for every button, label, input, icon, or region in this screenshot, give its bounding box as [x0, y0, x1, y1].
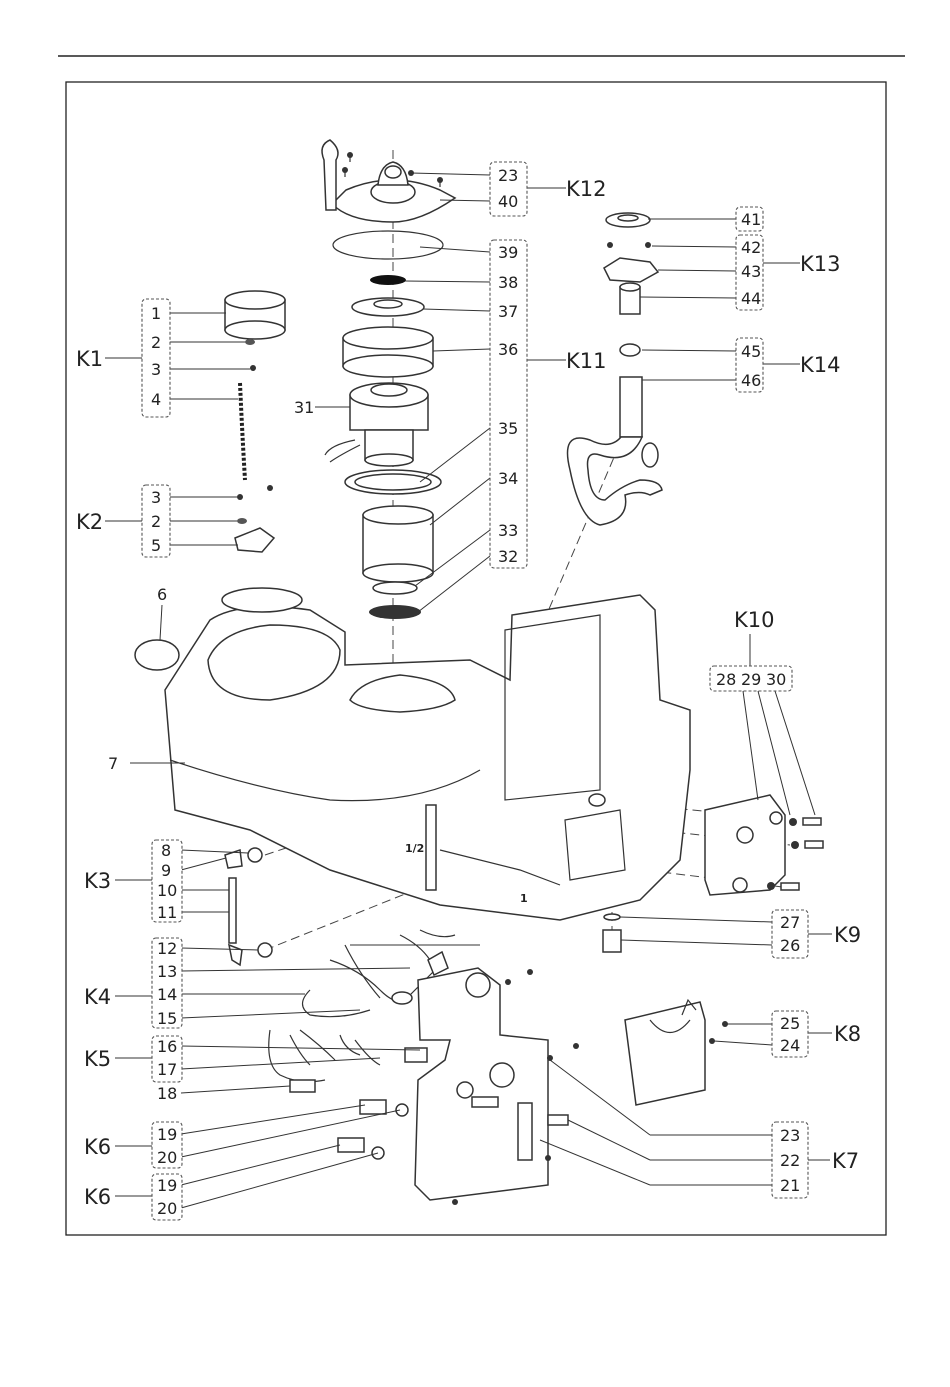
- part-number: 39: [498, 243, 518, 262]
- part-number: 34: [498, 469, 518, 488]
- k9-nut: [603, 930, 621, 952]
- kit-label-k3: K3: [84, 869, 111, 893]
- kit-label-k5: K5: [84, 1047, 111, 1071]
- part-number: 19: [157, 1176, 177, 1195]
- part-number: 38: [498, 273, 518, 292]
- k9-washer: [604, 914, 620, 920]
- part-number: 14: [157, 985, 177, 1004]
- part-number: 10: [157, 881, 177, 900]
- part-number: 3: [151, 360, 161, 379]
- kit-label-k11: K11: [566, 349, 607, 373]
- part-number: 46: [741, 371, 761, 390]
- part-number: 1: [151, 304, 161, 323]
- housing-mark-one: 1: [520, 892, 528, 905]
- part-number: 25: [780, 1014, 800, 1033]
- gasket-6: [135, 640, 179, 670]
- k7-mounting-plate: [415, 968, 579, 1205]
- kit-label-k6-second: K6: [84, 1185, 111, 1209]
- part-number: 20: [157, 1199, 177, 1218]
- part-number: 29: [741, 670, 761, 689]
- part-number: 40: [498, 192, 518, 211]
- part-number: 2: [151, 512, 161, 531]
- part-number-31: 31: [294, 398, 314, 417]
- part-number: 9: [161, 861, 171, 880]
- part-number: 45: [741, 342, 761, 361]
- kit-label-k1: K1: [76, 347, 103, 371]
- part-number: 19: [157, 1125, 177, 1144]
- part-number-6: 6: [157, 585, 167, 604]
- kit-label-k10: K10: [734, 608, 775, 632]
- part-number: 36: [498, 340, 518, 359]
- part-number: 5: [151, 536, 161, 555]
- part-number: 26: [780, 936, 800, 955]
- part-number: 28: [716, 670, 736, 689]
- part-number: 33: [498, 521, 518, 540]
- part-number: 13: [157, 962, 177, 981]
- part-number: 35: [498, 419, 518, 438]
- part-number: 4: [151, 390, 161, 409]
- part-number: 17: [157, 1060, 177, 1079]
- part-number: 15: [157, 1009, 177, 1028]
- part-number: 23: [780, 1126, 800, 1145]
- k12-lid-assembly: [322, 140, 455, 222]
- part-number: 44: [741, 289, 761, 308]
- k8-bracket: [625, 1000, 728, 1105]
- housing-mark-half: 1/2: [405, 842, 424, 855]
- part-number: 43: [741, 262, 761, 281]
- part-number-18: 18: [157, 1084, 177, 1103]
- part-number: 20: [157, 1148, 177, 1167]
- part-number: 12: [157, 939, 177, 958]
- part-number: 30: [766, 670, 786, 689]
- k10-cover-plate: [705, 795, 823, 895]
- kit-label-k12: K12: [566, 177, 607, 201]
- kit-label-k6-first: K6: [84, 1135, 111, 1159]
- kit-label-k14: K14: [800, 353, 841, 377]
- part-number: 24: [780, 1036, 800, 1055]
- part-number: 21: [780, 1176, 800, 1195]
- part-number: 11: [157, 903, 177, 922]
- k1-cap-assembly: [225, 291, 285, 552]
- part-number-7: 7: [108, 754, 118, 773]
- kit-label-k8: K8: [834, 1022, 861, 1046]
- part-number-41: 41: [741, 210, 761, 229]
- part-number: 32: [498, 547, 518, 566]
- part-number: 27: [780, 913, 800, 932]
- kit-label-k9: K9: [834, 923, 861, 947]
- part-number: 3: [151, 488, 161, 507]
- kit-label-k2: K2: [76, 510, 103, 534]
- part-number: 8: [161, 841, 171, 860]
- part-number: 37: [498, 302, 518, 321]
- part-number: 16: [157, 1037, 177, 1056]
- kit-label-k13: K13: [800, 252, 841, 276]
- part-number: 2: [151, 333, 161, 352]
- part-number: 42: [741, 238, 761, 257]
- kit-label-k7: K7: [832, 1149, 859, 1173]
- k11-motor-stack: [325, 231, 443, 619]
- part-number: 22: [780, 1151, 800, 1170]
- part-number: 23: [498, 166, 518, 185]
- kit-label-k4: K4: [84, 985, 111, 1009]
